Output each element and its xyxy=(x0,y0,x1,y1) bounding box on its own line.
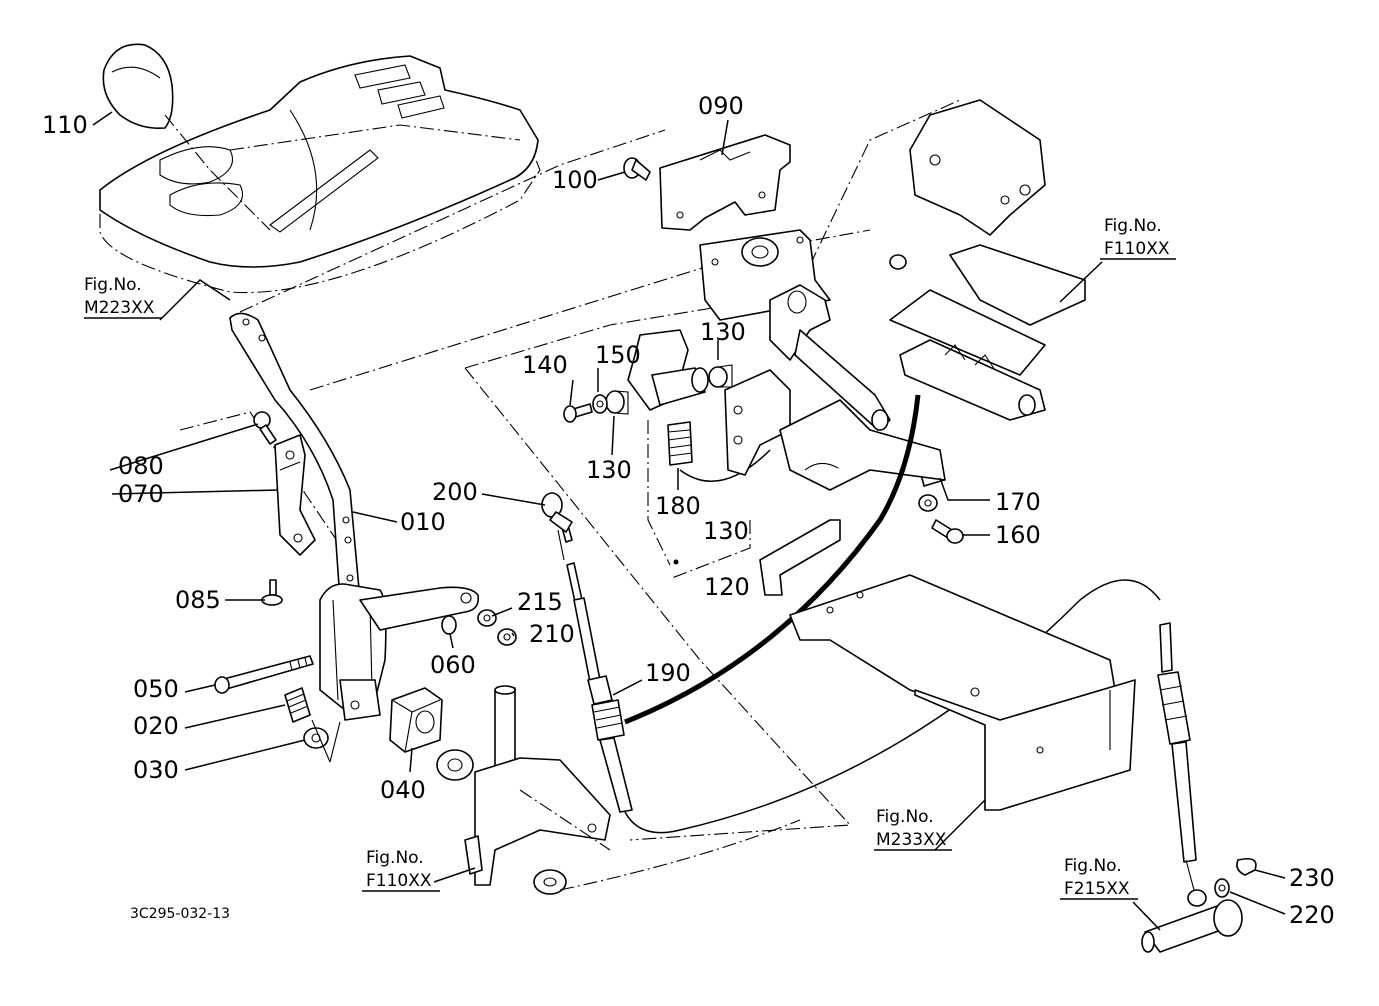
label-215: 215 xyxy=(517,588,563,616)
part-labels: 110 090 100 130 150 140 130 180 130 120 … xyxy=(42,92,1335,929)
nut-170 xyxy=(918,494,938,512)
svg-text:Fig.No.: Fig.No. xyxy=(876,807,934,827)
outline-frame-left xyxy=(179,411,351,561)
bushing-130-b xyxy=(605,390,629,415)
figref-m223xx: Fig.No. M223XX xyxy=(84,275,162,319)
shift-lever xyxy=(229,312,387,721)
label-120: 120 xyxy=(704,573,750,601)
spring-180 xyxy=(667,421,771,482)
label-100: 100 xyxy=(552,166,598,194)
label-170: 170 xyxy=(995,488,1041,516)
svg-text:Fig.No.: Fig.No. xyxy=(1104,216,1162,236)
label-050: 050 xyxy=(133,675,179,703)
bracket-070 xyxy=(274,434,316,556)
label-070: 070 xyxy=(118,480,164,508)
console-cover xyxy=(99,55,541,294)
label-150: 150 xyxy=(595,341,641,369)
spring-020 xyxy=(284,687,311,723)
shift-knob xyxy=(102,43,271,231)
figure-refs: Fig.No. M223XX Fig.No. F110XX Fig.No. M2… xyxy=(84,216,1176,900)
label-080: 080 xyxy=(118,452,164,480)
outline-frame-120 xyxy=(464,299,852,841)
outline-frame-right xyxy=(809,99,961,266)
svg-text:M233XX: M233XX xyxy=(876,830,947,850)
ball-joint-200 xyxy=(541,492,573,561)
svg-text:M223XX: M223XX xyxy=(84,298,155,318)
label-040: 040 xyxy=(380,776,426,804)
svg-text:Fig.No.: Fig.No. xyxy=(84,275,142,295)
label-180: 180 xyxy=(655,492,701,520)
pivot-plate xyxy=(724,284,831,476)
figref-f215xx: Fig.No. F215XX xyxy=(1060,856,1138,900)
drawing-code: 3C295-032-13 xyxy=(130,906,230,922)
detent-lever xyxy=(627,329,709,411)
washer-220 xyxy=(1214,878,1230,898)
label-140: 140 xyxy=(522,351,568,379)
svg-text:F110XX: F110XX xyxy=(366,871,432,891)
linkage-arm xyxy=(359,586,480,631)
lower-shaft xyxy=(1141,899,1243,953)
label-110: 110 xyxy=(42,111,88,139)
cable-end-right xyxy=(1157,622,1207,907)
svg-text:Fig.No.: Fig.No. xyxy=(1064,856,1122,876)
center-frame xyxy=(789,574,1136,811)
leader-030 xyxy=(311,719,341,763)
lower-bracket xyxy=(436,685,801,895)
bolt-160 xyxy=(931,519,964,544)
svg-text:F215XX: F215XX xyxy=(1064,879,1130,899)
collar-060 xyxy=(441,615,457,635)
shift-gate xyxy=(889,289,1046,421)
label-130a: 130 xyxy=(700,318,746,346)
label-085: 085 xyxy=(175,586,221,614)
outline-frame-130c xyxy=(647,420,751,579)
label-090: 090 xyxy=(698,92,744,120)
label-220: 220 xyxy=(1289,901,1335,929)
nut-210 xyxy=(497,628,517,646)
bracket-090 xyxy=(659,134,791,231)
leader-lines xyxy=(92,111,1286,931)
outline-frame-mid xyxy=(309,229,871,391)
bolt-080 xyxy=(253,411,277,445)
label-210: 210 xyxy=(529,620,575,648)
label-230: 230 xyxy=(1289,864,1335,892)
bolt-050 xyxy=(214,655,314,694)
label-130c: 130 xyxy=(703,517,749,545)
bolt-085 xyxy=(261,579,283,606)
top-right-bracket xyxy=(889,99,1086,326)
nut-215 xyxy=(477,609,497,627)
figref-f110xx-top: Fig.No. F110XX xyxy=(1100,216,1176,260)
label-190: 190 xyxy=(645,659,691,687)
label-130b: 130 xyxy=(586,456,632,484)
label-160: 160 xyxy=(995,521,1041,549)
svg-text:Fig.No.: Fig.No. xyxy=(366,848,424,868)
label-200: 200 xyxy=(432,478,478,506)
nut-030 xyxy=(303,727,329,749)
label-020: 020 xyxy=(133,712,179,740)
label-060: 060 xyxy=(430,651,476,679)
bolt-140 xyxy=(563,403,593,423)
svg-text:F110XX: F110XX xyxy=(1104,239,1170,259)
label-030: 030 xyxy=(133,756,179,784)
figref-f110xx-bottom: Fig.No. F110XX xyxy=(362,848,440,892)
washer-150 xyxy=(592,394,608,414)
block-040 xyxy=(389,687,443,753)
figref-m233xx: Fig.No. M233XX xyxy=(874,807,952,851)
cotter-pin-230 xyxy=(1236,857,1257,876)
bushing-130-a xyxy=(708,364,733,388)
bolt-100 xyxy=(623,157,651,181)
guide-bracket xyxy=(759,399,946,596)
label-010: 010 xyxy=(400,508,446,536)
